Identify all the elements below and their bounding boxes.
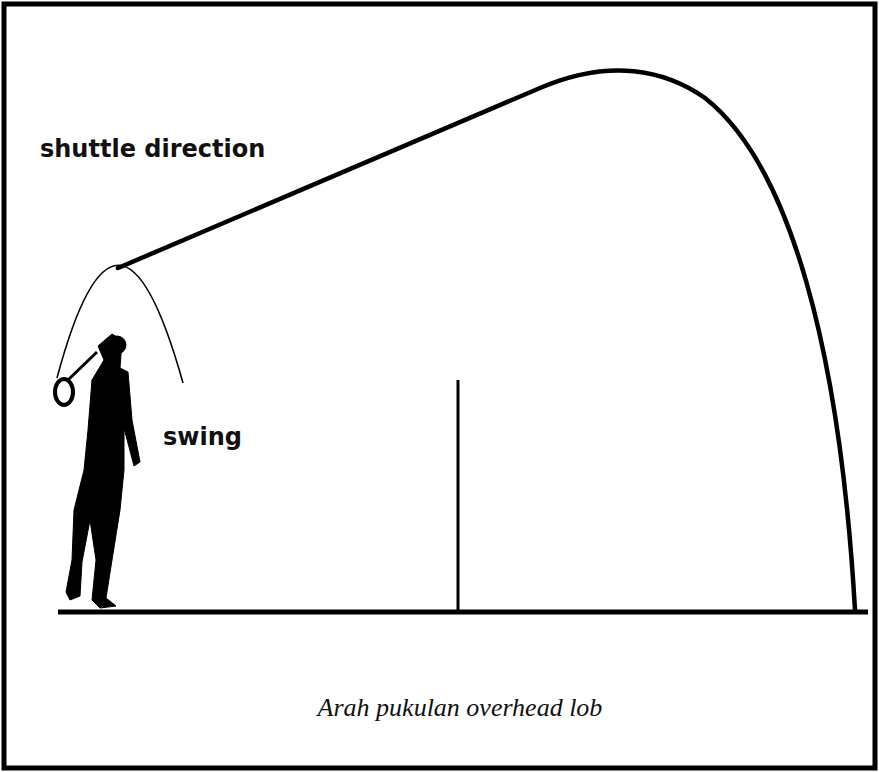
court-floor [58, 610, 868, 615]
caption: Arah pukulan overhead lob [318, 694, 603, 723]
swing-label: swing [163, 424, 242, 450]
frame [4, 4, 875, 768]
direction-label: shuttle direction [40, 136, 265, 162]
player-silhouette [55, 334, 140, 608]
net-post [457, 380, 460, 612]
